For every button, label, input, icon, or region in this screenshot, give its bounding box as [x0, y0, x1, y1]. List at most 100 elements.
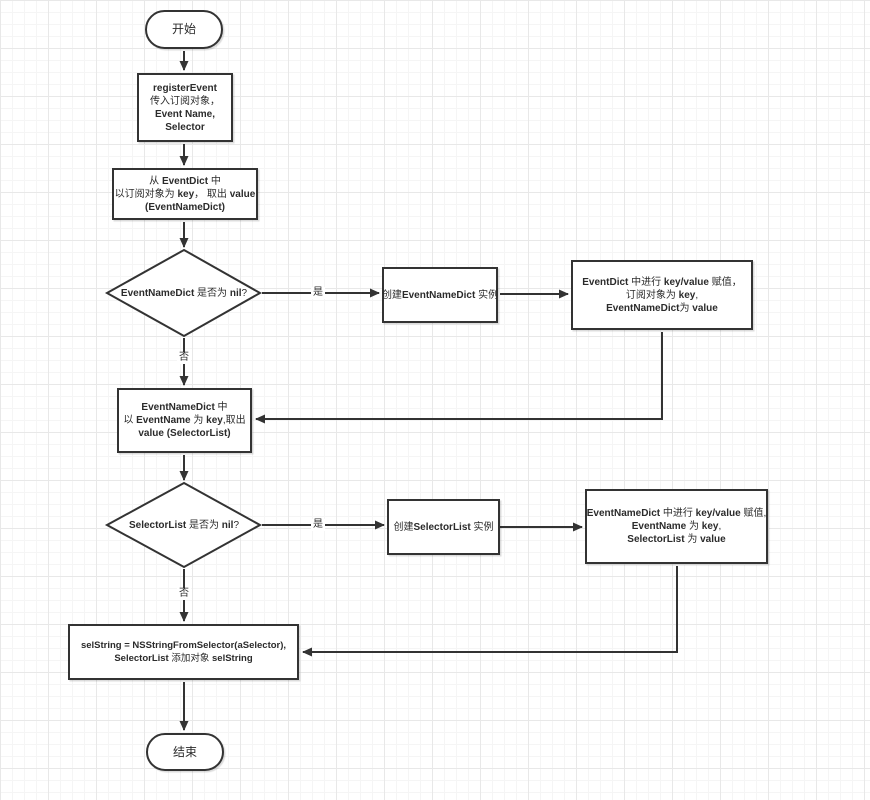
text-line: 以 EventName 为 key,取出	[123, 414, 245, 427]
text-segment: registerEvent	[153, 82, 217, 94]
decision-eventnamedict-shape	[104, 248, 263, 338]
text-line: Event Name,	[155, 108, 215, 121]
text-line: SelectorList 是否为 nil?	[129, 519, 239, 532]
text-segment: 订阅对象为	[625, 289, 679, 301]
text-segment: nil	[221, 519, 234, 531]
edge-assign-eventnamedict-to-add-selstring	[302, 566, 678, 657]
text-segment: 从	[149, 175, 162, 187]
text-line: (EventNameDict)	[145, 201, 225, 214]
text-segment: SelectorList	[114, 653, 169, 664]
text-segment: (EventNameDict)	[144, 201, 226, 213]
text-segment: key	[206, 415, 223, 426]
text-segment: 以订阅对象为	[114, 188, 178, 200]
process-assign-eventdict: EventDict 中进行 key/value 赋值，订阅对象为 key,Eve…	[571, 260, 753, 330]
text-segment: 添加对象	[168, 653, 212, 664]
text-segment: EventNameDict	[606, 302, 680, 314]
process-assign-eventnamedict: EventNameDict 中进行 key/value 赋值, EventName…	[585, 489, 768, 564]
text-line: Selector	[165, 121, 204, 134]
text-segment: 中进行	[660, 508, 696, 519]
text-segment: EventName	[631, 521, 687, 532]
text-segment: key	[701, 521, 719, 532]
text-segment: value (SelectorList)	[138, 428, 231, 439]
text-segment: EventName	[136, 415, 191, 426]
text-segment: SelectorList	[413, 521, 471, 533]
text-segment: EventNameDict	[141, 402, 215, 413]
decision-eventnamedict-label: EventNameDict 是否为 nil?	[112, 279, 256, 307]
text-line: registerEvent	[153, 82, 217, 95]
edge-label-yes-2: 是	[311, 519, 325, 531]
decision-selectorlist-label: SelectorList 是否为 nil?	[110, 511, 258, 539]
text-segment: 为	[686, 521, 702, 532]
end-terminator: 结束	[146, 733, 224, 771]
text-segment: ,取出	[222, 415, 246, 426]
text-segment: 实例	[470, 521, 494, 533]
edge-assign-eventdict-to-lookup-eventnamedict	[255, 332, 663, 424]
text-segment: 创建	[393, 521, 414, 533]
text-segment: EventNameDict	[120, 287, 195, 299]
text-segment: Selector	[165, 121, 205, 133]
text-segment: ,	[718, 521, 722, 532]
text-line: selString = NSStringFromSelector(aSelect…	[81, 639, 286, 652]
text-segment: Event Name,	[154, 108, 216, 120]
text-segment: 中	[208, 175, 221, 187]
text-segment: SelectorList	[128, 519, 187, 531]
text-segment: 是否为	[194, 287, 230, 299]
text-segment: ?	[241, 287, 248, 299]
text-segment: EventDict	[582, 276, 629, 288]
text-segment: 中进行	[628, 276, 664, 288]
edge-label-yes-1: 是	[311, 287, 325, 299]
text-line: 创建EventNameDict 实例	[382, 289, 498, 302]
text-segment: ,	[695, 289, 699, 301]
text-segment: 传入订阅对象，	[150, 95, 220, 107]
text-segment: 为	[684, 534, 701, 545]
text-segment: 为	[190, 415, 207, 426]
start-terminator: 开始	[145, 10, 223, 49]
text-line: 订阅对象为 key,	[626, 289, 698, 302]
text-line: 从 EventDict 中	[149, 175, 221, 188]
text-segment: value	[700, 534, 726, 545]
text-segment: 创建	[381, 289, 402, 301]
edge-label-no-1: 否	[177, 352, 191, 364]
text-line: value (SelectorList)	[138, 427, 230, 440]
text-segment: key	[177, 188, 195, 200]
text-segment: 中	[214, 402, 228, 413]
text-segment: EventDict	[161, 175, 209, 187]
text-line: 创建SelectorList 实例	[393, 521, 493, 534]
text-line: SelectorList 添加对象 selString	[114, 652, 252, 665]
text-segment: ?	[233, 519, 240, 531]
text-segment: nil	[229, 287, 242, 299]
text-line: EventName 为 key,	[632, 520, 722, 533]
decision-selectorlist-shape	[104, 481, 263, 569]
text-segment: value	[229, 188, 256, 200]
text-segment: selString = NSStringFromSelector(aSelect…	[80, 640, 287, 651]
text-segment: selString	[212, 653, 253, 664]
text-line: EventDict 中进行 key/value 赋值，	[582, 276, 742, 289]
process-create-selectorlist: 创建SelectorList 实例	[387, 499, 500, 555]
text-segment: 以	[123, 415, 137, 426]
text-segment: 是否为	[186, 519, 222, 531]
text-segment: key/value	[663, 276, 709, 288]
text-segment: 为	[679, 302, 693, 314]
text-line: EventNameDict 中	[141, 401, 227, 414]
text-line: EventNameDict为 value	[606, 302, 718, 315]
process-lookup-eventdict: 从 EventDict 中以订阅对象为 key， 取出 value(EventN…	[112, 168, 258, 220]
process-add-selstring: selString = NSStringFromSelector(aSelect…	[68, 624, 299, 680]
text-segment: SelectorList	[627, 534, 685, 545]
text-segment: value	[692, 302, 718, 314]
text-segment: 赋值,	[740, 508, 767, 519]
text-segment: key/value	[695, 508, 741, 519]
text-segment: 赋值，	[708, 276, 742, 288]
text-segment: ， 取出	[194, 188, 230, 200]
text-line: 传入订阅对象，	[150, 95, 220, 108]
text-segment: EventNameDict	[586, 508, 661, 519]
text-segment: 实例	[475, 289, 499, 301]
text-line: SelectorList 为 value	[627, 533, 725, 546]
text-line: 以订阅对象为 key， 取出 value	[115, 188, 256, 201]
edge-label-no-2: 否	[177, 588, 191, 600]
text-line: EventNameDict 是否为 nil?	[121, 287, 247, 300]
text-segment: key	[678, 289, 696, 301]
